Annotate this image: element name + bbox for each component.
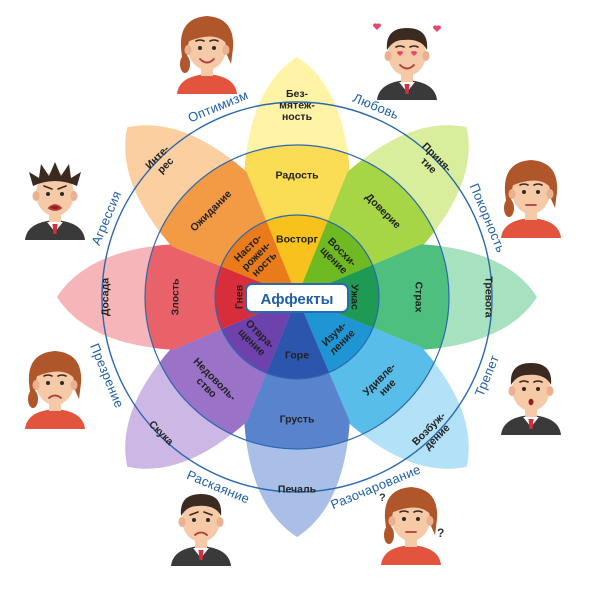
face-top-avatar bbox=[177, 16, 237, 94]
petal-disgust bbox=[125, 297, 297, 469]
center-badge: Аффекты bbox=[245, 283, 349, 313]
petal-sadness-label-0: Печаль bbox=[278, 484, 317, 496]
petal-anger-label-1: Злость bbox=[170, 278, 182, 315]
petal-anger-mid bbox=[145, 244, 297, 350]
petal-surprise-inner bbox=[297, 297, 379, 379]
petal-sadness-label-2: Горе bbox=[285, 350, 309, 362]
center-label: Аффекты bbox=[261, 291, 334, 308]
petal-anger-label-0: Досада bbox=[100, 278, 112, 316]
face-right-top-avatar bbox=[501, 160, 561, 238]
petal-trust bbox=[297, 125, 469, 297]
center-badge-box bbox=[245, 283, 349, 313]
face-bottom-right-avatar: ?? bbox=[379, 487, 444, 565]
face-right-bottom-avatar bbox=[501, 363, 561, 435]
svg-text:?: ? bbox=[437, 526, 444, 540]
petal-fear-label-1: Страх bbox=[413, 282, 425, 313]
petal-trust-inner bbox=[297, 215, 379, 297]
petal-joy-label-1: Радость bbox=[275, 170, 319, 182]
ring-label-1: Покорность bbox=[467, 181, 509, 255]
petal-anticip bbox=[125, 125, 297, 297]
petal-surprise bbox=[297, 297, 469, 469]
petals-layer bbox=[57, 57, 537, 537]
petal-fear bbox=[297, 244, 537, 350]
petal-anger-label-2: Гнев bbox=[234, 284, 246, 309]
petal-joy-mid bbox=[244, 145, 350, 297]
middle-ring bbox=[144, 144, 450, 450]
face-top-right-avatar bbox=[372, 23, 442, 100]
petal-joy-label-2: Восторг bbox=[276, 234, 319, 246]
ring-label-2: Трепет bbox=[472, 353, 502, 399]
inner-ring bbox=[214, 214, 380, 380]
petal-anticip-inner bbox=[215, 215, 297, 297]
petal-fear-label-2: Ужас bbox=[349, 284, 361, 310]
petal-anger bbox=[57, 244, 297, 350]
face-left-bottom-avatar bbox=[25, 351, 85, 429]
outer-ring bbox=[101, 101, 493, 493]
rings-layer bbox=[101, 101, 493, 493]
petal-sadness bbox=[244, 297, 350, 537]
petal-sadness-mid bbox=[244, 297, 350, 449]
petal-fear-label-0: Тревога bbox=[483, 276, 495, 317]
petal-joy bbox=[244, 57, 350, 297]
petal-joy-label-0: Без-мятеж-ность bbox=[279, 88, 315, 123]
petal-fear-mid bbox=[297, 244, 449, 350]
svg-text:?: ? bbox=[379, 492, 386, 504]
face-bottom-avatar bbox=[171, 494, 231, 566]
ring-label-5: Презрение bbox=[87, 341, 127, 410]
petal-sadness-label-1: Грусть bbox=[280, 414, 315, 426]
petal-disgust-inner bbox=[215, 297, 297, 379]
face-left-top-avatar bbox=[25, 162, 85, 240]
faces-layer: ?? bbox=[25, 16, 561, 566]
